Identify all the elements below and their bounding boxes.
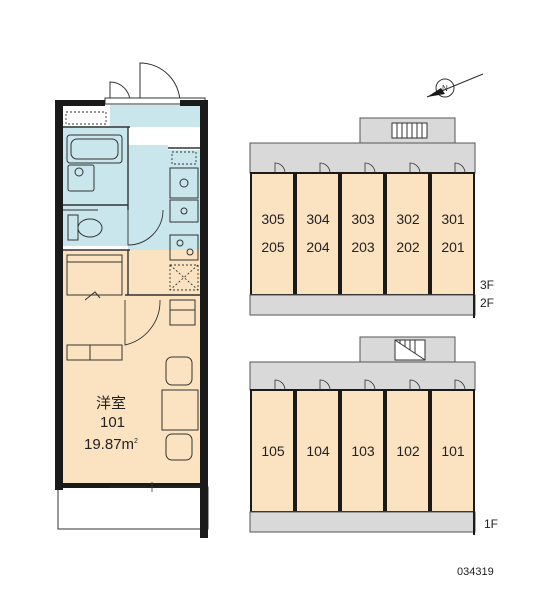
door-icon <box>409 162 421 174</box>
room-area-value: 19.87m <box>84 436 135 453</box>
door-icon <box>409 379 421 391</box>
room-number-upper: 301 <box>441 211 465 227</box>
room-area-label: 19.87m2 <box>84 436 138 453</box>
door-icon <box>454 162 466 174</box>
door-icon <box>364 379 376 391</box>
bathtub-icon <box>66 134 123 192</box>
room-number-upper: 302 <box>396 211 420 227</box>
floor-label-2f: 2F <box>480 296 495 310</box>
kitchen-sink-icon <box>169 167 199 261</box>
compass-icon: N <box>426 73 484 98</box>
washer-icon <box>65 111 199 291</box>
door-icon <box>319 379 331 391</box>
room-number-lower: 203 <box>351 239 375 255</box>
chair-icon <box>165 356 193 461</box>
entrance-door-icon <box>109 62 181 104</box>
room-number-ground: 102 <box>396 443 420 459</box>
key-plan-room <box>430 389 475 513</box>
key-plan-room <box>340 389 385 513</box>
floor-label-1f: 1F <box>484 517 499 531</box>
room-number-ground: 105 <box>261 443 285 459</box>
room-number-upper: 305 <box>261 211 285 227</box>
room-number-upper: 303 <box>351 211 375 227</box>
key-plan-room <box>250 172 295 296</box>
area-unit-superscript: 2 <box>134 438 138 445</box>
unit-plan <box>55 62 209 538</box>
toilet-icon <box>67 214 103 241</box>
room-number-label: 101 <box>100 414 126 431</box>
bathroom-area <box>63 126 128 246</box>
key-plan-room <box>295 389 340 513</box>
unit-walls <box>55 100 208 538</box>
reference-code: 034319 <box>457 566 494 578</box>
key-plan-room <box>430 172 475 296</box>
room-number-upper: 304 <box>306 211 330 227</box>
door-icon <box>454 379 466 391</box>
room-number-lower: 202 <box>396 239 420 255</box>
door-icon <box>274 162 286 174</box>
door-icon <box>319 162 331 174</box>
desk-icon <box>161 299 199 431</box>
key-plan-room <box>340 172 385 296</box>
room-number-ground: 101 <box>441 443 465 459</box>
upper-floor-plan <box>249 117 476 318</box>
door-icon <box>364 162 376 174</box>
ground-floor-plan <box>249 336 476 535</box>
stairs-icon <box>391 122 428 139</box>
room-type-label: 洋室 <box>96 395 127 412</box>
balcony <box>57 486 209 530</box>
room-number-lower: 204 <box>306 239 330 255</box>
stairs-icon <box>394 339 426 361</box>
room-number-ground: 104 <box>306 443 330 459</box>
key-plan-room <box>385 172 430 296</box>
floor-label-3f: 3F <box>480 278 495 292</box>
key-plan-room <box>385 389 430 513</box>
door-icon <box>63 209 164 346</box>
bed-icon <box>66 254 123 361</box>
entry-area <box>110 105 200 127</box>
room-number-lower: 205 <box>261 239 285 255</box>
room-number-lower: 201 <box>441 239 465 255</box>
main-room-area <box>63 250 203 485</box>
door-icon <box>274 379 286 391</box>
room-number-ground: 103 <box>351 443 375 459</box>
key-plan-room <box>295 172 340 296</box>
svg-text:N: N <box>442 84 448 93</box>
